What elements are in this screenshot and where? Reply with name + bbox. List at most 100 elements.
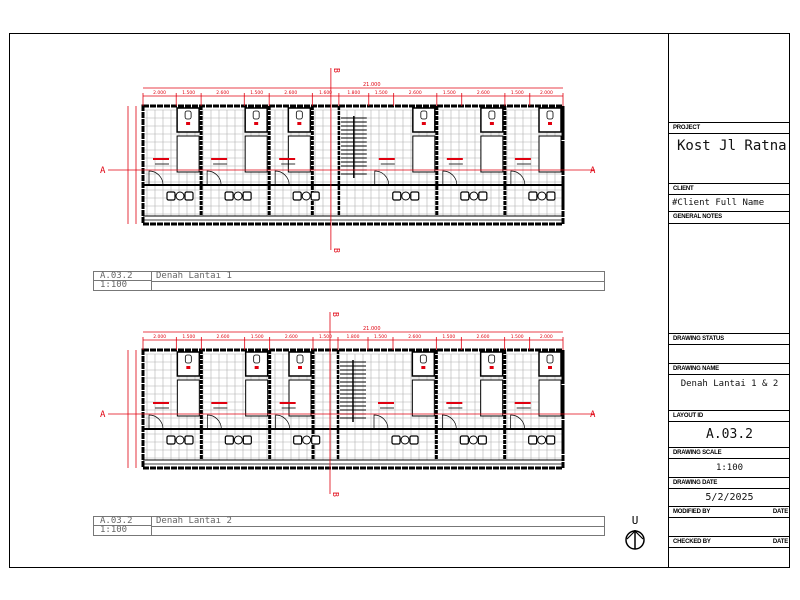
chair — [184, 191, 194, 201]
section-b-label-top: B — [331, 312, 340, 317]
room-label-mark — [279, 402, 296, 404]
bathroom — [479, 351, 504, 377]
drawing-name: Denah Lantai 1 & 2 — [669, 374, 790, 410]
chair — [478, 191, 488, 201]
caption-title: Denah Lantai 2 — [152, 517, 604, 527]
room-label-mark — [279, 158, 296, 160]
dimension-label: 2.000 — [153, 90, 166, 96]
bathroom-label-mark — [186, 366, 191, 369]
toilet-icon — [488, 354, 496, 364]
checked-date-label: DATE — [772, 539, 788, 545]
bed — [412, 135, 436, 173]
dimension-label: 1.500 — [182, 334, 195, 340]
chair — [224, 191, 234, 201]
table — [537, 191, 547, 201]
bathroom — [176, 107, 200, 133]
room-label-mark — [378, 402, 394, 404]
bathroom-label-mark — [489, 122, 494, 125]
chair — [546, 191, 556, 201]
dimension-label: 2.600 — [284, 90, 297, 96]
table — [301, 191, 311, 201]
toilet-icon — [252, 110, 260, 120]
layout-id: A.03.2 — [669, 421, 790, 447]
title-block: PROJECT Kost Jl Ratna CLIENT #Client Ful… — [668, 33, 790, 568]
room-label-mark — [514, 402, 531, 404]
toilet-icon — [546, 354, 554, 364]
client-label: CLIENT — [669, 183, 790, 194]
chair — [409, 435, 419, 445]
north-arrow: U — [622, 514, 648, 562]
door-swing — [274, 170, 290, 186]
modified-by-value — [669, 517, 790, 536]
bathroom — [480, 107, 504, 133]
chair — [391, 435, 401, 445]
drawing-date: 5/2/2025 — [669, 488, 790, 506]
door-swing — [442, 170, 458, 186]
drawing-status-value — [669, 344, 790, 363]
bathroom-label-mark — [548, 366, 552, 369]
bathroom-label-mark — [421, 366, 426, 369]
chair — [410, 191, 420, 201]
table — [233, 435, 243, 445]
drawing-scale-label: DRAWING SCALE — [669, 447, 790, 458]
dimension-label: 2.600 — [409, 90, 422, 96]
chair — [242, 435, 252, 445]
toilet-icon — [419, 354, 427, 364]
chair — [293, 435, 303, 445]
plan-caption-1: A.03.2 Denah Lantai 1 1:100 — [93, 271, 605, 291]
dimension-label: 1.800 — [347, 90, 360, 96]
north-label: U — [631, 514, 639, 527]
bathroom — [244, 107, 268, 133]
bathroom — [412, 107, 436, 133]
section-b-label-bottom: B — [332, 248, 341, 253]
caption-scale: 1:100 — [94, 526, 152, 536]
table — [400, 435, 410, 445]
chair — [459, 435, 469, 445]
chair — [166, 191, 176, 201]
dimension-label: 2.000 — [540, 90, 553, 96]
bed — [176, 379, 200, 417]
chair — [242, 191, 252, 201]
bathroom-label-mark — [186, 122, 191, 125]
bathroom-label-mark — [298, 366, 302, 369]
plan-caption-2: A.03.2 Denah Lantai 2 1:100 — [93, 516, 605, 536]
dimension-label: 1.500 — [443, 90, 456, 96]
dimension-label: 2.000 — [540, 334, 553, 340]
dimension-label: 1.500 — [319, 334, 332, 340]
chair — [311, 435, 321, 445]
table — [302, 435, 312, 445]
toilet-icon — [184, 110, 192, 120]
dimension-label: 1.500 — [374, 334, 387, 340]
table — [401, 191, 411, 201]
caption-layout-id: A.03.2 — [94, 517, 152, 526]
bathroom — [244, 351, 269, 377]
general-notes-area — [669, 223, 790, 333]
project-label: PROJECT — [669, 122, 790, 133]
bathroom — [288, 351, 312, 377]
north-arrow-icon — [625, 530, 645, 550]
client-name: #Client Full Name — [669, 194, 790, 211]
dimension-label: 1.500 — [511, 90, 524, 96]
caption-title: Denah Lantai 1 — [152, 272, 604, 282]
table — [469, 191, 479, 201]
chair — [460, 191, 470, 201]
bed — [176, 135, 200, 173]
dimension-label: 1.500 — [250, 90, 263, 96]
chair — [292, 191, 302, 201]
caption-scale: 1:100 — [94, 281, 152, 291]
chair — [477, 435, 487, 445]
section-a-label-left: A — [100, 166, 106, 176]
table — [233, 191, 243, 201]
drawing-name-label: DRAWING NAME — [669, 363, 790, 374]
chair — [184, 435, 194, 445]
room-label-mark — [378, 158, 395, 160]
bathroom — [411, 351, 436, 377]
dimension-label: 1.500 — [442, 334, 455, 340]
checked-by-value — [669, 547, 790, 568]
layout-id-label: LAYOUT ID — [669, 410, 790, 421]
chair — [528, 435, 538, 445]
chair — [546, 435, 556, 445]
room-label-mark — [211, 158, 228, 160]
dimension-label: 1.500 — [182, 90, 195, 96]
